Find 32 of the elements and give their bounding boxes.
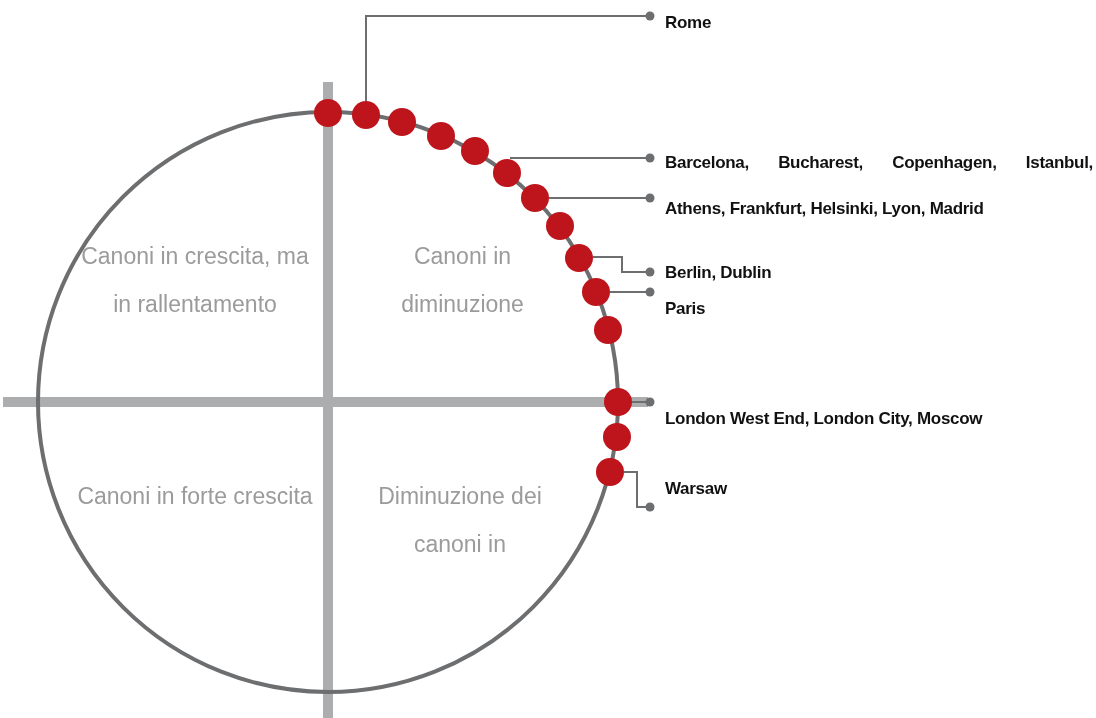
city-label: Barcelona, Bucharest, Copenhagen, Istanbul, <box>650 150 1093 176</box>
city-dot <box>603 423 631 451</box>
leader-line <box>609 287 655 297</box>
city-dot <box>427 122 455 150</box>
quadrant-label: Canoni in diminuzione <box>400 242 525 319</box>
city-dot <box>521 184 549 212</box>
city-dot <box>582 278 610 306</box>
leader-line <box>365 11 655 102</box>
city-dot <box>604 388 632 416</box>
city-dot <box>314 99 342 127</box>
city-dot <box>388 108 416 136</box>
city-dot <box>596 458 624 486</box>
leader-line <box>509 153 655 163</box>
city-label: Warsaw <box>650 476 727 512</box>
city-label: London West End, London City, Moscow <box>650 396 983 432</box>
city-dot <box>352 101 380 129</box>
city-dot <box>594 316 622 344</box>
city-label: Rome <box>650 10 712 38</box>
city-dot <box>493 159 521 187</box>
quadrant-label: Canoni in forte crescita <box>76 482 314 511</box>
city-label: Berlin, Dublin <box>650 260 772 286</box>
leader-line <box>548 193 655 203</box>
leader-line <box>592 256 655 277</box>
leader-line <box>623 471 655 512</box>
city-label: Paris <box>650 288 706 322</box>
city-dot <box>565 244 593 272</box>
quadrant-label: Diminuzione dei canoni in <box>377 482 543 559</box>
city-dot <box>461 137 489 165</box>
leader-line <box>631 397 655 407</box>
quadrant-label: Canoni in crescita, ma in rallentamento <box>80 242 310 319</box>
city-label: Athens, Frankfurt, Helsinki, Lyon, Madrid <box>650 194 984 222</box>
city-dot <box>546 212 574 240</box>
